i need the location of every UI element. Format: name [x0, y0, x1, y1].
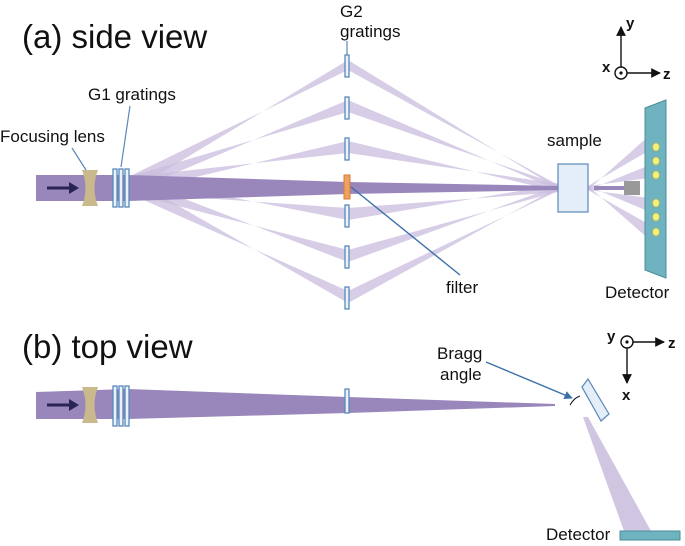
filter-element — [343, 174, 351, 200]
axis-b-x: x — [622, 387, 631, 404]
bragg-label-line1: Bragg — [437, 344, 482, 363]
filter-label: filter — [446, 278, 478, 297]
main-beam-a — [36, 175, 560, 201]
axis-a-x: x — [602, 59, 611, 76]
g2-grating-b — [344, 388, 350, 414]
g1-gratings-b — [112, 385, 130, 427]
g2-label-line1: G2 — [340, 2, 363, 21]
beam-stop — [624, 181, 640, 195]
detector-panel-a — [644, 99, 667, 279]
crystal-sample-b — [581, 377, 610, 422]
panel-a-title: (a) side view — [22, 18, 207, 55]
detector-panel-b — [619, 530, 681, 541]
main-beam-b — [36, 389, 555, 419]
focusing-lens-a — [82, 170, 98, 206]
axis-b-y: y — [607, 328, 616, 345]
detector-label-a: Detector — [605, 283, 670, 302]
sample-label: sample — [547, 131, 602, 150]
diffracted-beam-b — [583, 417, 651, 531]
sample-box — [557, 163, 589, 213]
axis-a-y: y — [626, 15, 635, 32]
g2-label-line2: gratings — [340, 22, 400, 41]
panel-b-title: (b) top view — [22, 328, 193, 365]
axis-b-z: z — [668, 335, 676, 352]
axes-indicator-b: y z x — [607, 328, 676, 404]
axes-indicator-a: y x z — [602, 15, 671, 83]
axis-a-z: z — [663, 66, 671, 83]
g1-gratings-a — [112, 168, 130, 208]
focusing-lens-label: Focusing lens — [0, 127, 105, 146]
detector-spots — [652, 142, 660, 237]
bragg-label-line2: angle — [440, 365, 482, 384]
g1-label: G1 gratings — [88, 85, 176, 104]
focusing-lens-b — [82, 387, 98, 423]
detector-label-b: Detector — [546, 525, 611, 541]
